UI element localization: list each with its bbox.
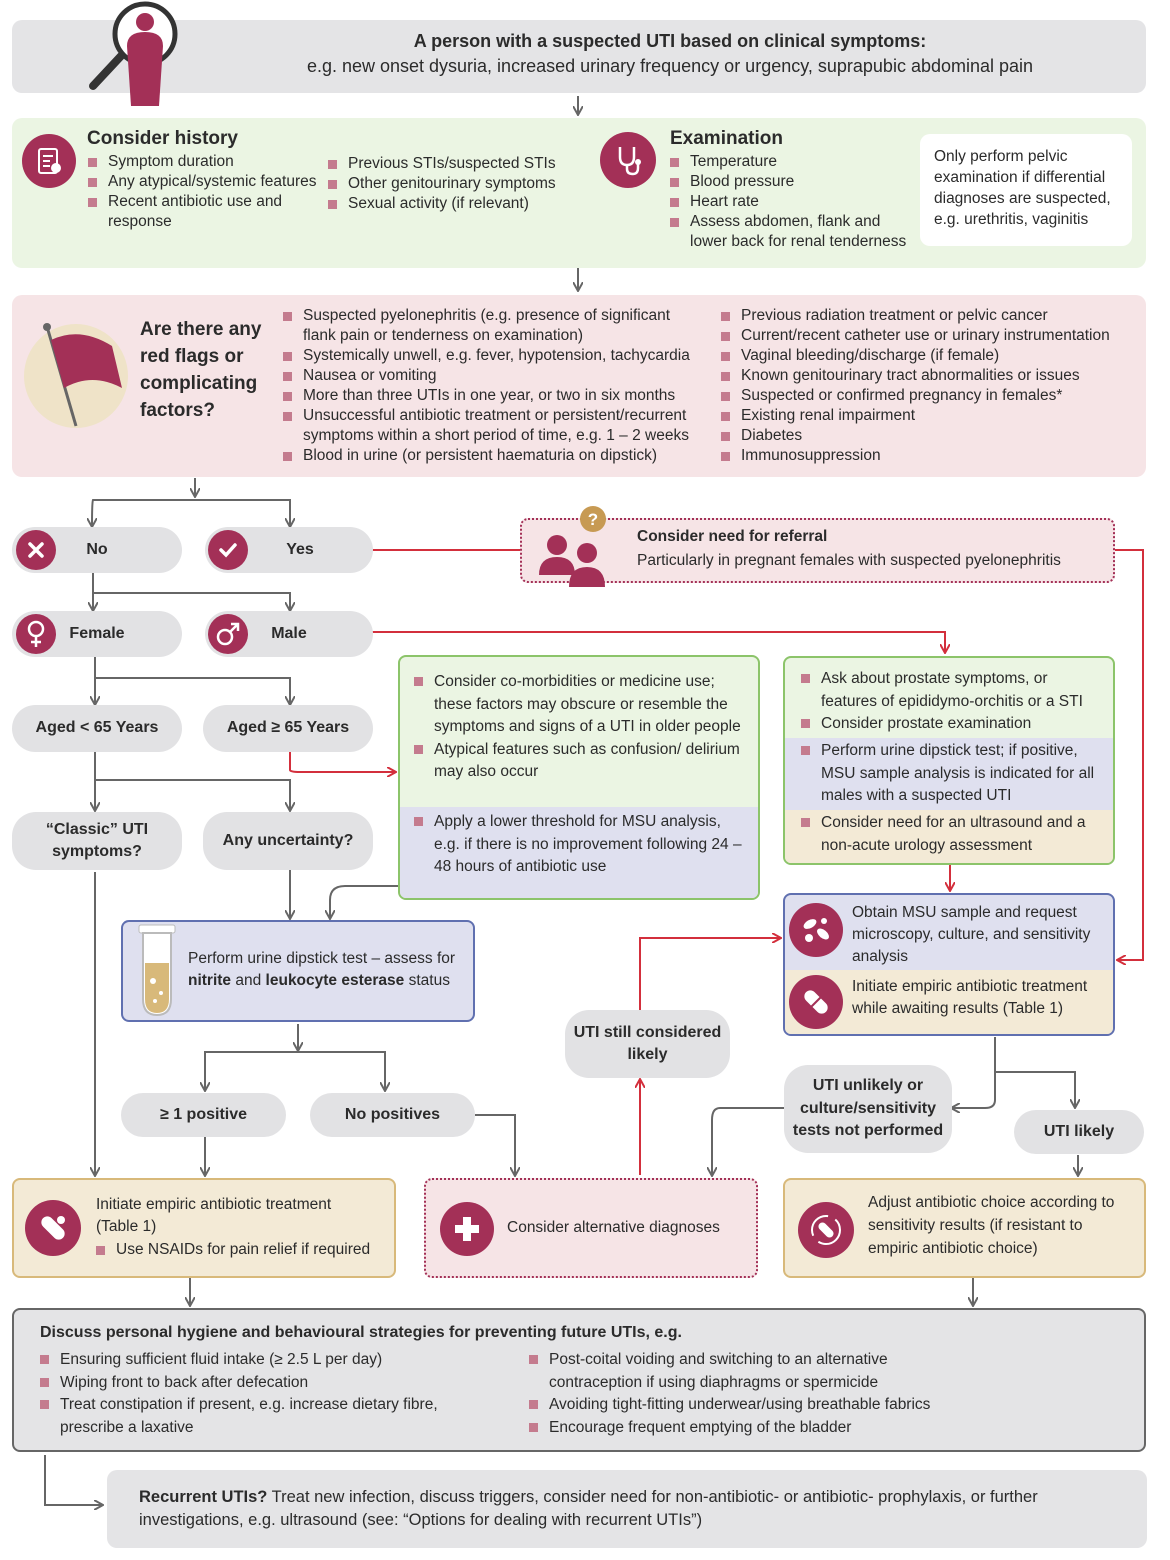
stethoscope-icon	[600, 132, 656, 188]
suspected-uti-box	[12, 20, 1146, 93]
list-item: Existing renal impairment	[721, 406, 1141, 426]
list-item: Heart rate	[670, 192, 915, 212]
history-list-2: Previous STIs/suspected STIs Other genit…	[328, 154, 573, 214]
recurrent-box	[107, 1470, 1147, 1548]
list-item: Vaginal bleeding/discharge (if female)	[721, 346, 1141, 366]
older-people-box: Consider co-morbidities or medicine use;…	[398, 655, 760, 900]
list-item: Consider co-morbidities or medicine use;…	[414, 671, 744, 739]
hygiene-box	[12, 1308, 1146, 1452]
list-item: Diabetes	[721, 426, 1141, 446]
test-tube-icon	[133, 923, 181, 1019]
clipboard-icon	[22, 134, 76, 188]
list-item: Treat constipation if present, e.g. incr…	[40, 1394, 480, 1439]
list-item: Symptom duration	[88, 152, 326, 172]
classic-symptoms-node: “Classic” UTI symptoms?	[12, 812, 182, 870]
initiate-awaiting-text: Initiate empiric antibiotic treatment wh…	[852, 978, 1088, 1017]
page-title: A person with a suspected UTI based on c…	[413, 31, 927, 51]
list-item: Current/recent catheter use or urinary i…	[721, 326, 1141, 346]
pelvic-exam-note: Only perform pelvic examination if diffe…	[920, 134, 1132, 246]
aged-over-65-node: Aged ≥ 65 Years	[203, 705, 373, 752]
list-item: More than three UTIs in one year, or two…	[283, 386, 703, 406]
list-item: Apply a lower threshold for MSU analysis…	[414, 811, 744, 879]
capsule-icon	[789, 975, 843, 1029]
list-item: Avoiding tight-fitting underwear/using b…	[529, 1394, 979, 1417]
aged-under-65-node: Aged < 65 Years	[12, 705, 182, 752]
list-item: Consider prostate examination	[801, 713, 1101, 736]
medical-cross-icon	[440, 1202, 494, 1256]
list-item: Suspected pyelonephritis (e.g. presence …	[283, 306, 703, 346]
referral-title: Consider need for referral	[637, 528, 828, 545]
referral-people-icon: ?	[535, 505, 625, 590]
list-item: Previous STIs/suspected STIs	[328, 154, 573, 174]
list-item: Post-coital voiding and switching to an …	[529, 1349, 979, 1394]
list-item: Any atypical/systemic features	[88, 172, 326, 192]
capsule-refresh-icon	[798, 1202, 854, 1258]
red-flags-list-2: Previous radiation treatment or pelvic c…	[721, 306, 1141, 466]
uti-still-likely-node: UTI still considered likely	[565, 1010, 730, 1078]
list-item: Other genitourinary symptoms	[328, 174, 573, 194]
list-item: Use NSAIDs for pain relief if required	[96, 1240, 386, 1260]
dipstick-box	[121, 920, 475, 1022]
history-heading: Consider history	[87, 128, 238, 149]
positive-node: ≥ 1 positive	[121, 1093, 286, 1137]
list-item: Atypical features such as confusion/ del…	[414, 739, 744, 784]
red-flags-question: Are there any red flags or complicating …	[140, 319, 262, 421]
exam-heading: Examination	[670, 128, 783, 149]
male-symbol-icon	[208, 614, 248, 654]
red-flag-icon	[20, 318, 132, 430]
svg-text:?: ?	[588, 510, 598, 529]
referral-box	[520, 518, 1115, 583]
list-item: Blood pressure	[670, 172, 915, 192]
list-item: Suspected or confirmed pregnancy in fema…	[721, 386, 1141, 406]
capsule-icon	[25, 1200, 81, 1256]
list-item: Nausea or vomiting	[283, 366, 703, 386]
list-item: Encourage frequent emptying of the bladd…	[529, 1417, 979, 1440]
adjust-text: Adjust antibiotic choice according to se…	[868, 1194, 1115, 1257]
list-item: Temperature	[670, 152, 915, 172]
recurrent-text: Recurrent UTIs? Treat new infection, dis…	[139, 1488, 1038, 1529]
check-icon	[208, 530, 248, 570]
list-item: Wiping front to back after defecation	[40, 1372, 480, 1395]
list-item: Previous radiation treatment or pelvic c…	[721, 306, 1141, 326]
cross-icon	[16, 530, 56, 570]
no-positives-node: No positives	[310, 1093, 475, 1137]
list-item: Blood in urine (or persistent haematuria…	[283, 446, 703, 466]
history-list-1: Symptom duration Any atypical/systemic f…	[88, 152, 326, 232]
bacteria-icon	[789, 903, 843, 957]
uti-unlikely-node: UTI unlikely or culture/sensitivity test…	[784, 1065, 952, 1153]
list-item: Sexual activity (if relevant)	[328, 194, 573, 214]
alternative-text: Consider alternative diagnoses	[507, 1219, 720, 1236]
list-item: Perform urine dipstick test; if positive…	[801, 740, 1101, 808]
hygiene-title: Discuss personal hygiene and behavioural…	[40, 1324, 682, 1341]
uncertainty-node: Any uncertainty?	[203, 812, 373, 870]
list-item: Systemically unwell, e.g. fever, hypoten…	[283, 346, 703, 366]
exam-list: Temperature Blood pressure Heart rate As…	[670, 152, 915, 252]
list-item: Recent antibiotic use and response	[88, 192, 326, 232]
list-item: Assess abdomen, flank and lower back for…	[670, 212, 915, 252]
empiric-text: Initiate empiric antibiotic treatment (T…	[96, 1196, 332, 1235]
male-assessment-box: Ask about prostate symptoms, or features…	[783, 656, 1115, 865]
list-item: Unsuccessful antibiotic treatment or per…	[283, 406, 703, 446]
uti-likely-node: UTI likely	[1014, 1110, 1144, 1154]
dipstick-text: Perform urine dipstick test – assess for…	[188, 950, 456, 989]
list-item: Ensuring sufficient fluid intake (≥ 2.5 …	[40, 1349, 480, 1372]
magnifier-person-icon	[85, 0, 195, 110]
red-flags-list-1: Suspected pyelonephritis (e.g. presence …	[283, 306, 703, 466]
list-item: Immunosuppression	[721, 446, 1141, 466]
obtain-msu-text: Obtain MSU sample and request microscopy…	[852, 904, 1091, 965]
list-item: Known genitourinary tract abnormalities …	[721, 366, 1141, 386]
list-item: Consider need for an ultrasound and a no…	[801, 812, 1101, 857]
page-subtitle: e.g. new onset dysuria, increased urinar…	[306, 56, 1034, 76]
referral-text: Particularly in pregnant females with su…	[637, 552, 1061, 569]
red-flags-panel	[12, 295, 1146, 477]
list-item: Ask about prostate symptoms, or features…	[801, 668, 1101, 713]
female-symbol-icon	[16, 614, 56, 654]
